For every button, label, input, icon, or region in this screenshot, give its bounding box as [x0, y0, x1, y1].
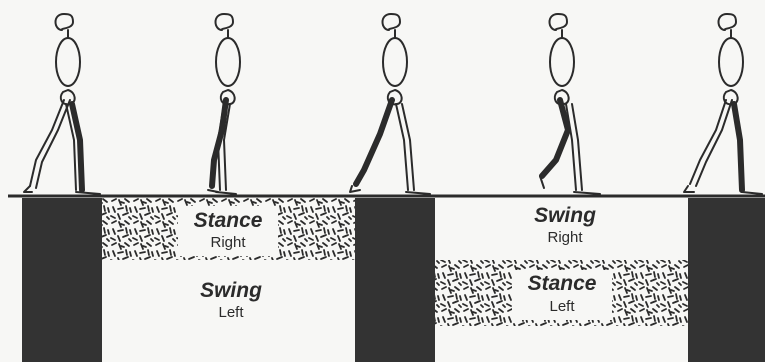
walking-figure-2 [208, 14, 240, 194]
walking-figure-3 [350, 14, 430, 194]
stance-right-side-label: Right [210, 234, 246, 251]
swing-left-side-label: Left [218, 304, 244, 321]
stance-left-side-label: Left [549, 298, 575, 315]
walking-figure-5 [684, 14, 762, 194]
stance-right-phase-label: Stance [194, 209, 263, 232]
swing-right-side-label: Right [547, 229, 583, 246]
swing-right-phase-label: Swing [534, 204, 596, 227]
walking-figure-1 [24, 14, 100, 194]
swing-left-phase-label: Swing [200, 279, 262, 302]
double-support-bar [355, 198, 435, 362]
walking-figure-4 [540, 14, 600, 194]
double-support-bar [688, 198, 765, 362]
stance-left-phase-label: Stance [528, 272, 597, 295]
double-support-bar [22, 198, 102, 362]
